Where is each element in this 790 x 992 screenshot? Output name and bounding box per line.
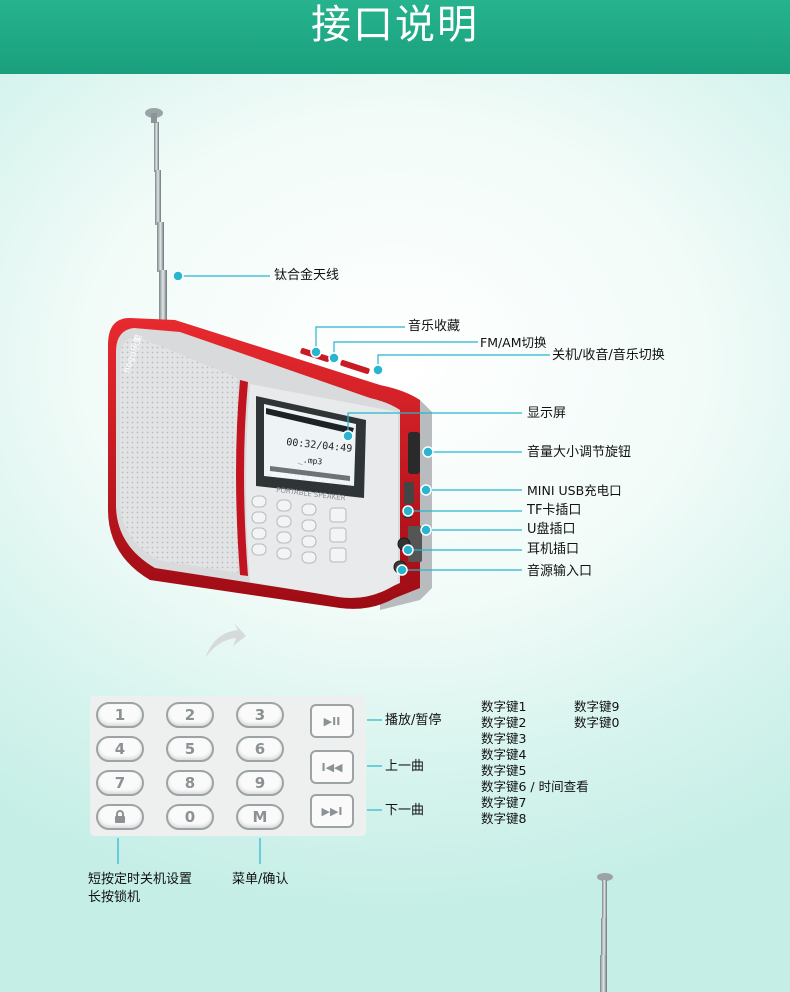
- label-play-pause: 播放/暂停: [385, 713, 442, 728]
- key-0: 0: [166, 804, 214, 830]
- callout-dots: [172, 270, 434, 576]
- lcd-file: _.mp3: [298, 455, 323, 466]
- digit-key-2: 数字键2: [481, 715, 527, 730]
- key-9: 9: [236, 770, 284, 796]
- callout-volume-knob: 音量大小调节旋钮: [527, 445, 632, 460]
- callout-fm-am: FM/AM切换: [480, 335, 547, 350]
- callout-usb-port: U盘插口: [527, 522, 576, 537]
- prev-key: I◀◀: [310, 750, 354, 784]
- play-pause-key: ▶II: [310, 704, 354, 738]
- key-1: 1: [96, 702, 144, 728]
- callout-mini-usb: MINI USB充电口: [527, 483, 622, 498]
- next-key: ▶▶I: [310, 794, 354, 828]
- digit-key-5: 数字键5: [481, 763, 527, 778]
- key-6: 6: [236, 736, 284, 762]
- key-menu: M: [236, 804, 284, 830]
- callout-power-mode: 关机/收音/音乐切换: [552, 348, 665, 363]
- label-prev: 上一曲: [385, 759, 425, 774]
- digit-key-6-note: / 时间查看: [526, 779, 589, 794]
- digit-key-6-label: 数字键6: [481, 779, 527, 794]
- device-keypad: [251, 495, 347, 564]
- key-4: 4: [96, 736, 144, 762]
- digit-key-8: 数字键8: [481, 811, 527, 826]
- key-3: 3: [236, 702, 284, 728]
- key-5: 5: [166, 736, 214, 762]
- key-lock: [96, 804, 144, 830]
- page-header: 接口说明: [0, 0, 790, 74]
- label-lock-long: 长按锁机: [88, 890, 141, 905]
- digit-key-0: 数字键0: [574, 715, 620, 730]
- digit-key-1: 数字键1: [481, 699, 527, 714]
- antenna-bottom: [597, 873, 613, 992]
- key-2: 2: [166, 702, 214, 728]
- label-next: 下一曲: [385, 803, 425, 818]
- digit-key-9: 数字键9: [574, 699, 620, 714]
- callout-antenna: 钛合金天线: [274, 268, 340, 283]
- antenna: [145, 108, 167, 320]
- key-7: 7: [96, 770, 144, 796]
- digit-key-4: 数字键4: [481, 747, 527, 762]
- key-8: 8: [166, 770, 214, 796]
- label-lock-short: 短按定时关机设置: [88, 872, 193, 887]
- callout-tf-slot: TF卡插口: [527, 503, 582, 518]
- digit-key-7: 数字键7: [481, 795, 527, 810]
- callout-display: 显示屏: [527, 406, 567, 421]
- digit-key-3: 数字键3: [481, 731, 527, 746]
- rotate-arrow-icon: [205, 623, 246, 658]
- callout-headphone: 耳机插口: [527, 542, 580, 557]
- page-title: 接口说明: [311, 2, 479, 48]
- lock-icon: [115, 810, 125, 823]
- label-menu: 菜单/确认: [232, 872, 289, 887]
- keypad-closeup: 1 2 3 4 5 6 7 8 9 0 M ▶II I◀◀ ▶▶I: [90, 696, 366, 836]
- callout-audio-in: 音源输入口: [527, 564, 593, 579]
- speaker-grill: [120, 336, 238, 573]
- digit-key-6: 数字键6 / 时间查看: [481, 779, 589, 795]
- callout-favorite: 音乐收藏: [408, 319, 461, 334]
